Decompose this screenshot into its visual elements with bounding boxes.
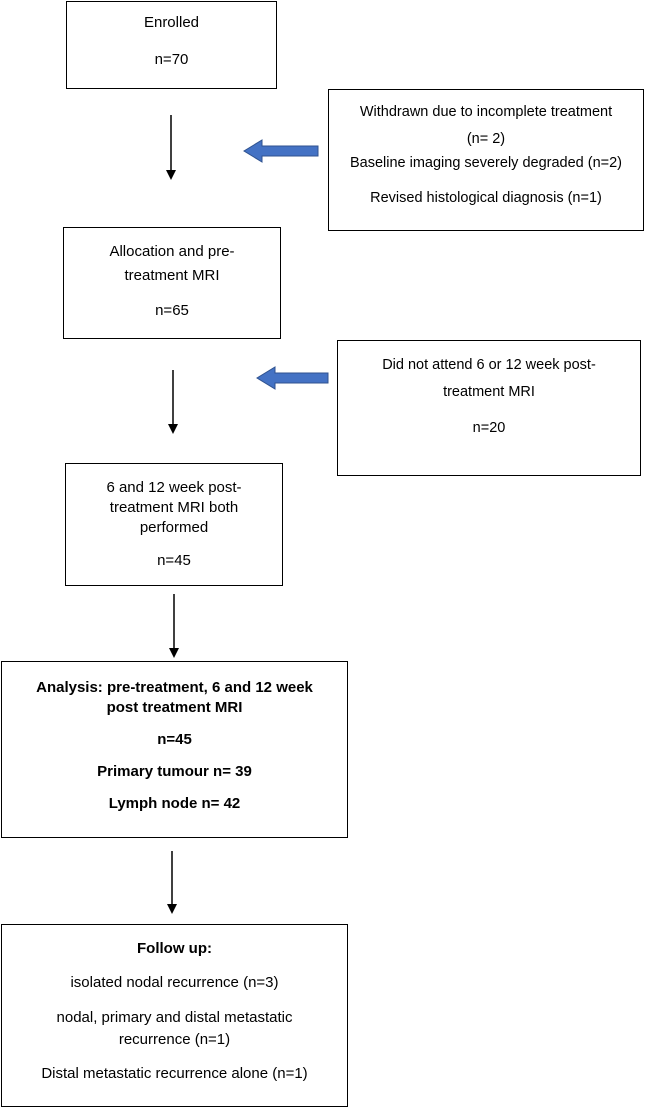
analysis-line-1: Analysis: pre-treatment, 6 and 12 week xyxy=(36,679,313,696)
exclusion-2-count: n=20 xyxy=(472,420,506,436)
allocation-count: n=65 xyxy=(155,302,189,319)
analysis-primary-tumour: Primary tumour n= 39 xyxy=(97,763,252,780)
post-treatment-line-2: treatment MRI both xyxy=(109,499,239,516)
allocation-box: Allocation and pre- treatment MRI n=65 xyxy=(63,227,281,339)
analysis-line-2: post treatment MRI xyxy=(106,699,243,716)
exclusion-box-1: Withdrawn due to incomplete treatment (n… xyxy=(328,89,644,231)
analysis-box: Analysis: pre-treatment, 6 and 12 week p… xyxy=(1,661,348,838)
enrolled-box: Enrolled n=70 xyxy=(66,1,277,89)
follow-up-item-2-line-1: nodal, primary and distal metastatic xyxy=(56,1009,293,1026)
post-treatment-line-3: performed xyxy=(139,519,209,536)
analysis-count: n=45 xyxy=(157,731,192,748)
exclusion-2-line-2: treatment MRI xyxy=(443,384,535,400)
post-treatment-line-1: 6 and 12 week post- xyxy=(106,479,242,496)
enrolled-title: Enrolled xyxy=(143,14,200,31)
follow-up-item-2-line-2: recurrence (n=1) xyxy=(118,1031,231,1048)
exclusion-1-line-2: (n= 2) xyxy=(466,131,506,147)
follow-up-title: Follow up: xyxy=(137,940,212,957)
enrolled-count: n=70 xyxy=(154,51,189,68)
post-treatment-box: 6 and 12 week post- treatment MRI both p… xyxy=(65,463,283,586)
follow-up-item-1: isolated nodal recurrence (n=3) xyxy=(70,974,279,991)
exclusion-box-2: Did not attend 6 or 12 week post- treatm… xyxy=(337,340,641,476)
exclusion-1-line-1: Withdrawn due to incomplete treatment xyxy=(359,104,613,120)
exclusion-2-line-1: Did not attend 6 or 12 week post- xyxy=(382,357,596,373)
exclusion-1-line-3: Baseline imaging severely degraded (n=2) xyxy=(349,155,623,171)
allocation-line-2: treatment MRI xyxy=(124,267,220,284)
allocation-line-1: Allocation and pre- xyxy=(109,243,235,260)
exclusion-arrow-2 xyxy=(256,366,329,390)
analysis-lymph-node: Lymph node n= 42 xyxy=(108,795,241,812)
follow-up-item-3: Distal metastatic recurrence alone (n=1) xyxy=(41,1065,308,1082)
exclusion-1-line-4: Revised histological diagnosis (n=1) xyxy=(370,190,602,206)
exclusion-arrow-1 xyxy=(243,139,319,163)
follow-up-box: Follow up: isolated nodal recurrence (n=… xyxy=(1,924,348,1107)
post-treatment-count: n=45 xyxy=(157,552,191,569)
